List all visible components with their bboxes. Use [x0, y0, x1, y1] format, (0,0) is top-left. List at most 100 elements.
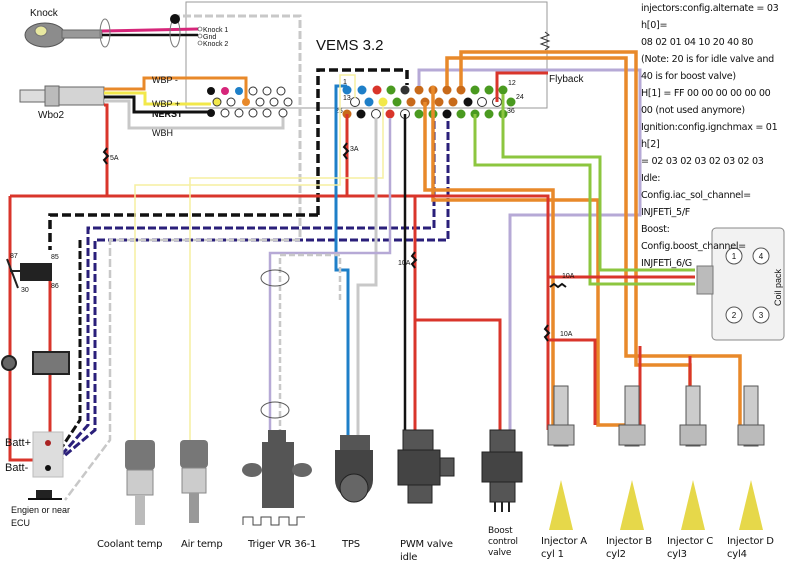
injector-power-wire: [546, 320, 692, 425]
air-temp-label: Air temp: [181, 539, 223, 550]
sensor-ground-wire: [64, 238, 300, 501]
pin-24-label: 24: [516, 94, 524, 101]
coil-2-label: 2: [732, 311, 737, 320]
trigger-wire: [268, 118, 392, 430]
knock1-wire: [101, 27, 199, 33]
tps-label: TPS: [342, 539, 360, 550]
ground-label-1: Engien or near: [11, 505, 70, 515]
config-note-line: H[1] = FF 00 00 00 00 00 00: [641, 88, 771, 99]
relay-85-label: 85: [51, 254, 59, 261]
fuse-icon: [410, 251, 418, 269]
config-note-line: 08 02 01 04 10 20 40 80: [641, 37, 754, 48]
knock-sensor-icon: [24, 22, 103, 48]
batt-minus-label: Batt-: [5, 462, 29, 474]
ecu-title: VEMS 3.2: [316, 37, 384, 54]
ground-label-2: ECU: [11, 518, 30, 528]
wbh-wire: [104, 99, 285, 130]
shield-ring: [99, 18, 111, 48]
config-note-line: 00 (not used anymore): [641, 105, 745, 116]
wbo2-sensor-icon: [19, 85, 105, 107]
config-note-line: h[2]: [641, 139, 660, 150]
valve-power-wire: [413, 196, 502, 430]
config-note-line: Boost:: [641, 224, 670, 235]
connector-left-pins: [207, 86, 293, 118]
config-notes: injectors:config.alternate = 03 h[0]= 08 0…: [641, 0, 800, 272]
coil-wire: [501, 94, 695, 272]
coolant-temp-sensor-icon: [125, 440, 155, 525]
config-note-line: Idle:: [641, 173, 661, 184]
shield-ring: [260, 401, 290, 419]
fuse-icon: [543, 324, 551, 342]
config-note-line: INJFETi_6/G: [641, 258, 692, 269]
wbp-minus-wire: [104, 76, 248, 100]
sensor-ground-wire: [356, 118, 378, 435]
pin-12-label: 12: [508, 80, 516, 87]
batt-plus-label: Batt+: [5, 437, 31, 449]
relay-30-label: 30: [21, 287, 29, 294]
config-note-line: 40 is for boost valve): [641, 71, 736, 82]
ground-point-icon: [28, 490, 62, 500]
fuse-icon: [102, 147, 110, 165]
injector-b-icon: [618, 385, 646, 530]
coolant-temp-label: Coolant temp: [97, 539, 163, 550]
wbo2-label: Wbo2: [38, 110, 65, 121]
air-signal-wire: [189, 106, 384, 440]
config-note-line: INJFETi_5/F: [641, 207, 690, 218]
config-note-line: injectors:config.alternate = 03: [641, 3, 779, 14]
coolant-signal-wire: [134, 74, 356, 440]
ground-wire: [316, 68, 409, 215]
wbp-plus-label: WBP +: [152, 99, 180, 109]
air-temp-sensor-icon: [180, 440, 208, 523]
wbp-plus-wire: [104, 91, 211, 106]
boost-control-valve-icon: [481, 429, 523, 512]
relay-86-label: 86: [51, 283, 59, 290]
pin-25-label: 25: [335, 108, 343, 115]
shield-junction: [170, 14, 180, 24]
injector-b-wire: [431, 86, 632, 427]
fuse-injectors-label: 10A: [560, 331, 573, 338]
ground-wire: [48, 213, 318, 250]
injector-d-wire: [445, 56, 742, 425]
wbp-minus-label: WBP -: [152, 75, 178, 85]
coil-pack-icon: [696, 227, 785, 341]
shield-ring: [260, 269, 290, 287]
coil-wire: [473, 114, 695, 286]
knock2-pin-label: Knock 2: [203, 41, 228, 48]
battery-power-wire: [8, 196, 45, 462]
coil-3-label: 3: [759, 311, 764, 320]
injector-a-icon: [547, 385, 575, 530]
fuse-ecu-label: 3A: [350, 146, 359, 153]
nernst-label: NERST: [152, 109, 183, 119]
config-note-line: Config.boost_channel=: [641, 241, 746, 252]
config-note-line: Ignition:config.ignchmax = 01: [641, 122, 778, 133]
wbh-label: WBH: [152, 128, 173, 138]
relay-icon: [6, 258, 52, 289]
tps-sensor-icon: [335, 435, 373, 503]
flyback-resistor-icon: [539, 31, 551, 51]
nernst-wire: [104, 95, 211, 114]
injector-c-icon: [679, 385, 707, 530]
config-note-line: Config.iac_sol_channel=: [641, 190, 751, 201]
pin-36-label: 36: [507, 108, 515, 115]
fuse-icon: [549, 282, 567, 289]
pin-13-label: 13: [343, 95, 351, 102]
ecu-box: [185, 1, 548, 109]
flyback-label: Flyback: [549, 74, 584, 85]
connector-main-pins: [342, 85, 516, 119]
flyback-wire: [495, 71, 548, 102]
fuel-pump-icon: [1, 351, 70, 375]
config-note-line: h[0]=: [641, 20, 668, 31]
fuse-wbo2-label: 5A: [110, 155, 119, 162]
fuse-icon: [342, 142, 350, 160]
injector-d-icon: [737, 385, 765, 530]
gnd-pin-label: Gnd: [203, 34, 216, 41]
fuse-coil-label: 10A: [562, 273, 575, 280]
coil-pack-label: Coil pack: [773, 268, 783, 306]
boost-signal-wire: [417, 68, 642, 430]
coil-1-label: 1: [732, 252, 737, 261]
